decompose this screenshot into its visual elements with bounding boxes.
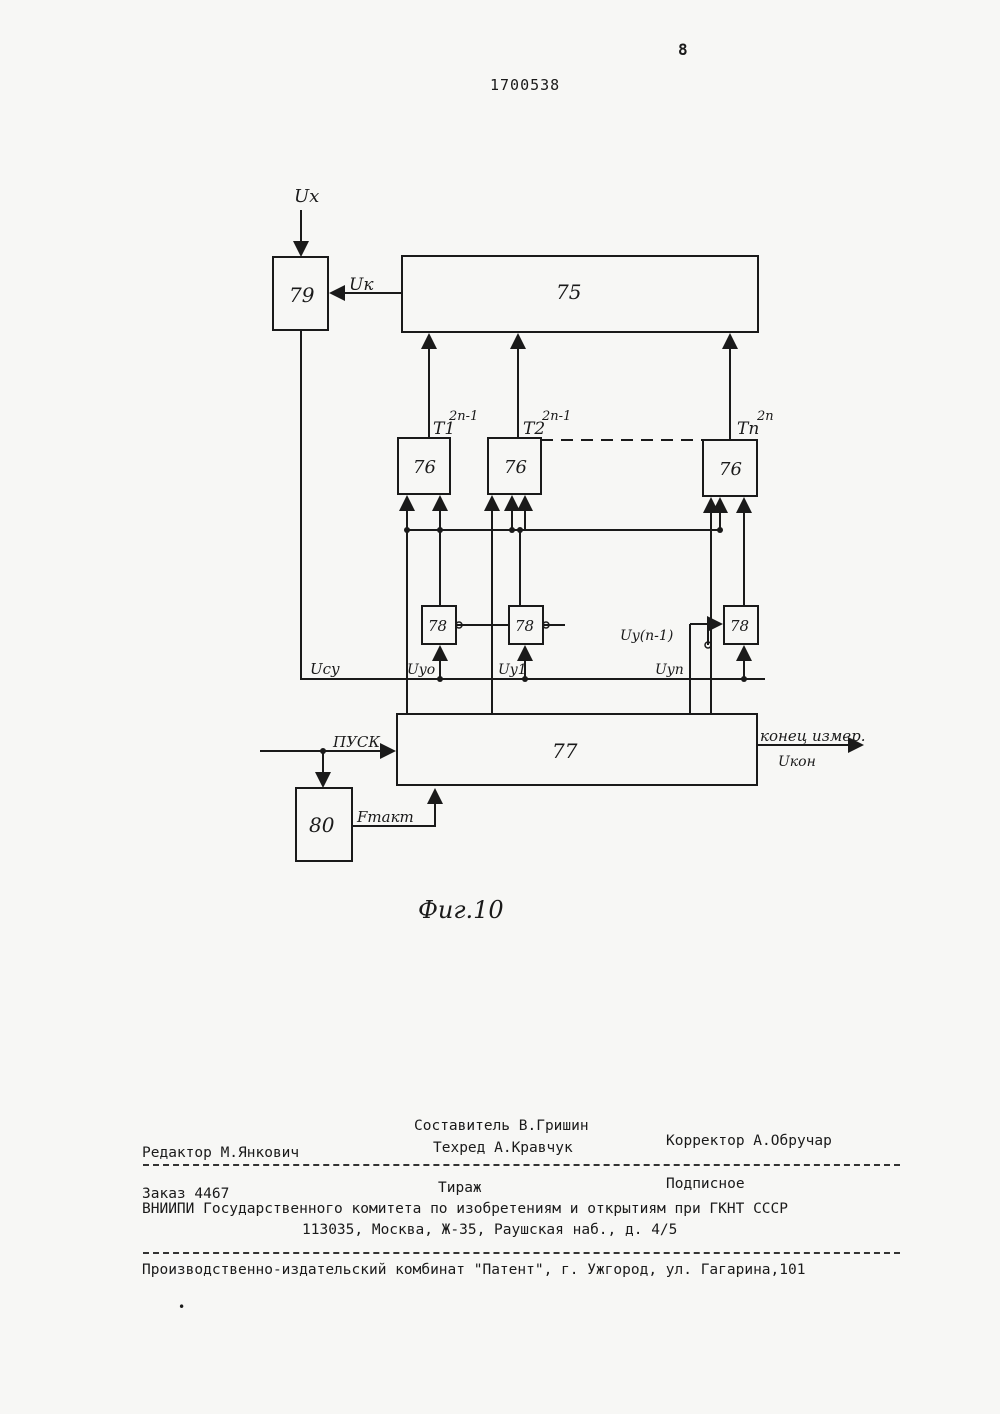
label-75: 75 xyxy=(556,280,581,304)
compiler: Составитель В.Гришин xyxy=(414,1118,589,1134)
signal-uyn: Uyn xyxy=(655,662,684,678)
signal-pusk: ПУСК xyxy=(332,733,380,751)
publisher: Производственно-издательский комбинат "П… xyxy=(142,1262,805,1278)
signal-ukon: Uкон xyxy=(778,754,816,770)
signal-uyn1: Uy(n-1) xyxy=(620,628,673,644)
subscription: Подписное xyxy=(666,1176,745,1192)
signal-ucy: Ucy xyxy=(310,660,340,678)
corrector: Корректор А.Обручар xyxy=(666,1133,832,1149)
signal-tn: Tn xyxy=(737,419,759,439)
signal-uk: Uк xyxy=(349,275,374,295)
divider-top xyxy=(143,1164,900,1166)
circulation: Тираж xyxy=(438,1180,482,1196)
signal-tn-exp: 2n xyxy=(756,409,774,424)
signal-ux: Ux xyxy=(294,186,319,207)
label-77: 77 xyxy=(552,739,578,763)
label-78-n: 78 xyxy=(730,617,749,635)
label-76-n: 76 xyxy=(719,459,742,480)
label-76-2: 76 xyxy=(504,457,527,478)
label-76-1: 76 xyxy=(413,457,436,478)
label-78-2: 78 xyxy=(515,617,534,635)
techred: Техред А.Кравчук xyxy=(433,1140,573,1156)
label-80: 80 xyxy=(309,813,335,837)
divider-bottom xyxy=(143,1252,900,1254)
signal-end-meas: конец измер. xyxy=(760,727,866,745)
signal-uy1: Uy1 xyxy=(498,662,527,678)
signal-ftakt: Fтакт xyxy=(356,808,414,826)
signal-uy0: Uyо xyxy=(407,662,435,678)
signal-t1-exp: 2n-1 xyxy=(448,409,478,424)
block-diagram: 79 75 76 76 76 78 78 78 77 80 Ux Uк T1 2… xyxy=(0,0,1000,960)
organization: ВНИИПИ Государственного комитета по изоб… xyxy=(142,1201,788,1217)
label-78-1: 78 xyxy=(428,617,447,635)
address: 113035, Москва, Ж-35, Раушская наб., д. … xyxy=(302,1222,677,1238)
label-79: 79 xyxy=(289,283,315,307)
speck: • xyxy=(178,1300,185,1314)
figure-caption: Фиг.10 xyxy=(418,896,504,924)
editor: Редактор М.Янкович xyxy=(142,1145,299,1161)
signal-t2-exp: 2n-1 xyxy=(541,409,571,424)
order: Заказ 4467 xyxy=(142,1186,229,1202)
